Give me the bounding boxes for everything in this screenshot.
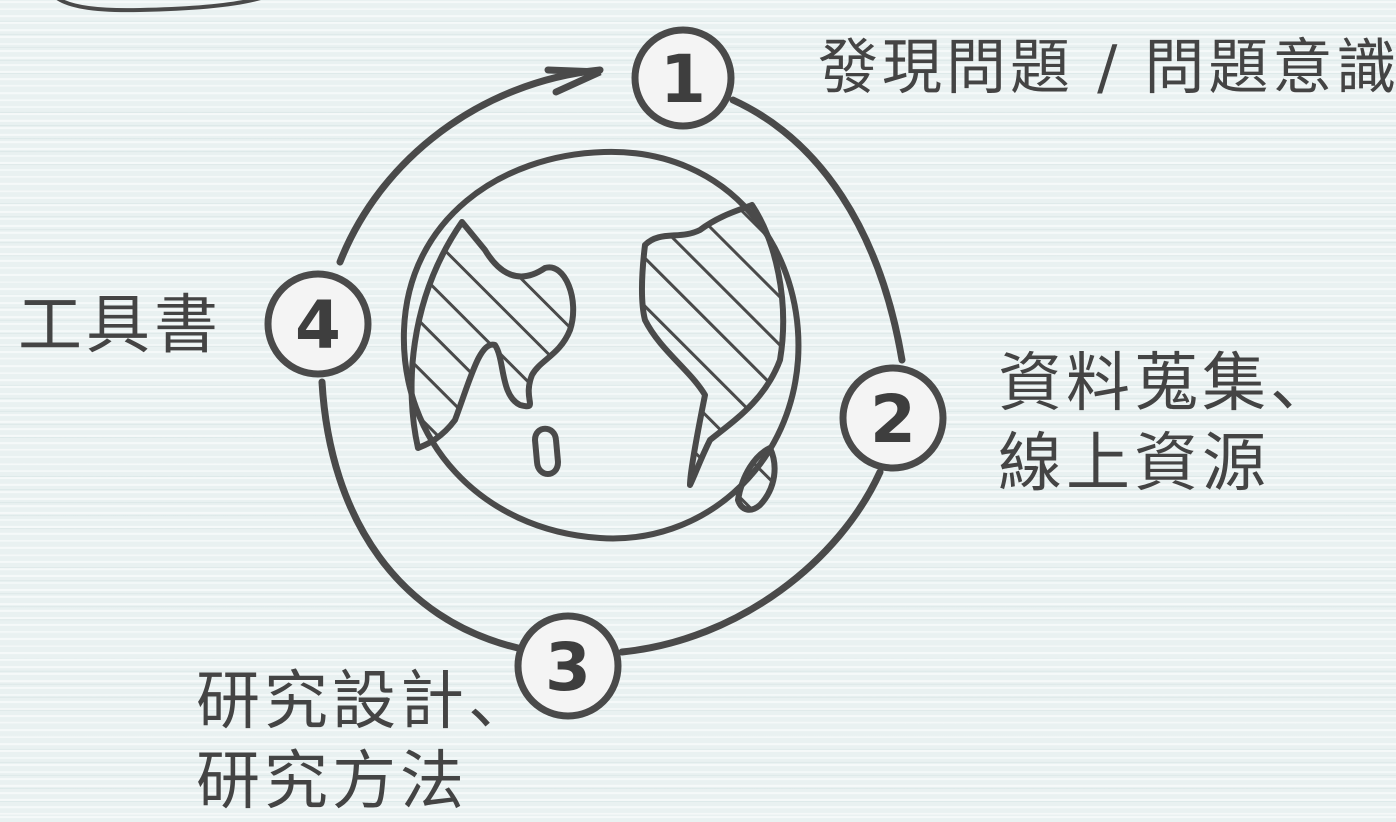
- island-small: [532, 425, 561, 477]
- step-2-label: 資料蒐集、 線上資源: [998, 344, 1338, 504]
- step-3-number: 3: [545, 629, 591, 706]
- step-2-label-line-2: 線上資源: [998, 427, 1270, 501]
- step-1-circle: [631, 26, 735, 130]
- step-1-badge: 1: [631, 26, 735, 130]
- step-4-label-line-1: 工具書: [18, 289, 222, 363]
- step-3-label-line-1: 研究設計、: [196, 665, 536, 739]
- continent-right: [638, 202, 787, 488]
- step-4-label: 工具書: [18, 286, 222, 366]
- step-2-badge: 2: [839, 364, 947, 472]
- step-4-badge: 4: [264, 270, 372, 378]
- cycle-arc-1-to-2: [729, 96, 906, 364]
- step-3-circle: [514, 612, 622, 720]
- step-1-label-line-1: 發現問題 / 問題意識: [818, 33, 1396, 103]
- step-4-number: 4: [295, 287, 341, 364]
- step-3-badge: 3: [514, 612, 622, 720]
- step-2-circle: [839, 364, 947, 472]
- step-2-number: 2: [870, 381, 916, 458]
- step-4-circle: [264, 270, 372, 378]
- cycle-arrow-icon: [318, 66, 906, 656]
- cycle-arc-3-to-4: [318, 378, 522, 652]
- cycle-arrowhead: [544, 66, 602, 96]
- globe-icon: [400, 148, 802, 542]
- step-2-label-line-1: 資料蒐集、: [998, 347, 1338, 421]
- globe-outline: [400, 148, 802, 542]
- island-bottom-right: [735, 445, 778, 513]
- step-3-label-line-2: 研究方法: [196, 745, 468, 819]
- cycle-arc-2-to-3: [618, 468, 884, 656]
- step-1-number: 1: [660, 41, 706, 118]
- step-3-label: 研究設計、 研究方法: [196, 662, 536, 822]
- cycle-arc-4-to-1: [336, 66, 604, 266]
- step-1-label: 發現問題 / 問題意識: [818, 28, 1396, 108]
- corner-bubble: [56, 0, 261, 13]
- continent-left: [408, 219, 577, 451]
